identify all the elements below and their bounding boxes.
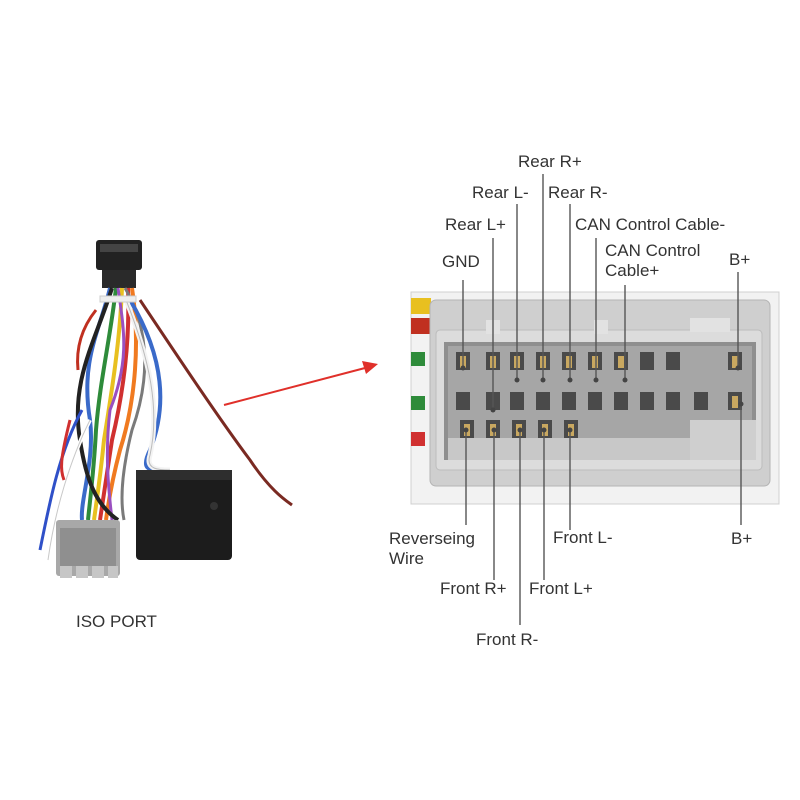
- label-rear-r-minus: Rear R-: [548, 183, 608, 202]
- label-rear-l-plus: Rear L+: [445, 215, 506, 234]
- label-reverseing-wire-line2: Wire: [389, 549, 424, 568]
- label-front-r-plus: Front R+: [440, 579, 507, 598]
- label-rear-r-plus: Rear R+: [518, 152, 582, 171]
- can-box-module: [136, 470, 232, 560]
- label-can-control-cable-plus-line1: CAN Control: [605, 241, 701, 260]
- label-can-control-cable-plus-line2: Cable+: [605, 261, 660, 280]
- wiring-harness-illustration: [38, 240, 293, 578]
- label-rear-l-minus: Rear L-: [472, 183, 529, 202]
- connector-illustration: [410, 291, 780, 505]
- label-front-r-minus: Front R-: [476, 630, 539, 649]
- arrow-icon: [223, 361, 378, 406]
- label-gnd: GND: [442, 252, 480, 271]
- label-front-l-plus: Front L+: [529, 579, 593, 598]
- leader-lines: [462, 174, 742, 625]
- label-reverseing-wire-line1: Reverseing: [389, 529, 475, 548]
- pin-dots: [460, 365, 744, 433]
- label-can-control-cable-minus: CAN Control Cable-: [575, 215, 726, 234]
- label-front-l-minus: Front L-: [553, 528, 613, 547]
- label-b-plus-bottom: B+: [731, 529, 753, 548]
- label-b-plus-top: B+: [729, 250, 751, 269]
- iso-port-label: ISO PORT: [76, 612, 157, 631]
